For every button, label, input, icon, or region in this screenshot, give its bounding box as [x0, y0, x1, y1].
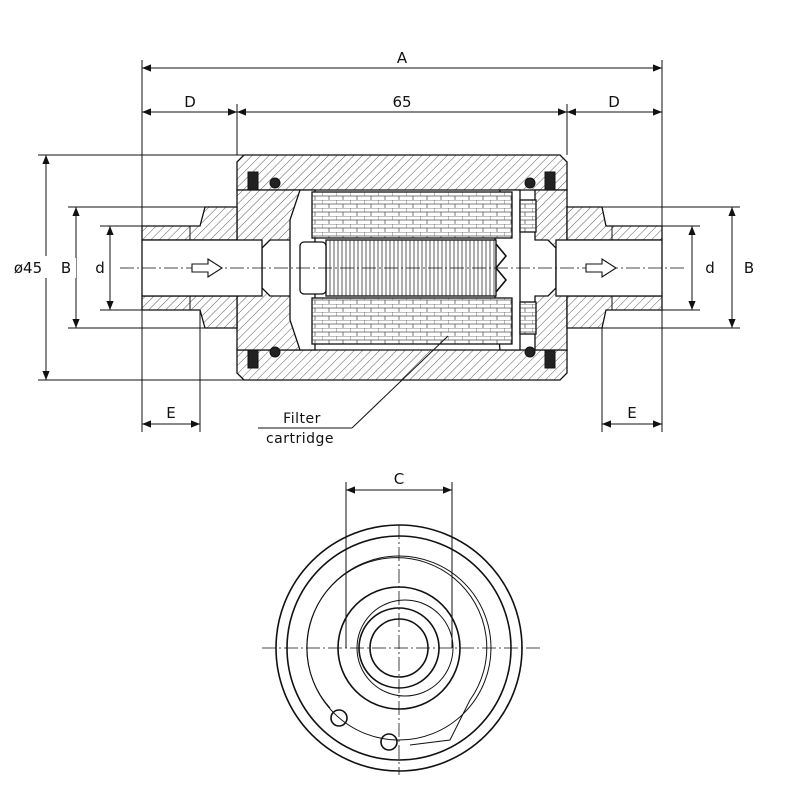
dim-label-b-right: B — [744, 259, 754, 277]
dim-label-a: A — [397, 49, 408, 67]
housing-bottom-wall — [236, 349, 568, 381]
dim-label-e-right: E — [627, 404, 636, 422]
extension-lines — [38, 60, 740, 432]
oring-bottom-right — [524, 346, 536, 358]
dim-label-d-left: D — [184, 93, 196, 111]
dim-label-diameter: ø45 — [14, 259, 42, 277]
seal-bottom-left — [247, 349, 259, 369]
end-view-spiral — [306, 557, 488, 746]
dim-label-e-left: E — [166, 404, 175, 422]
dim-label-d-inner-right: d — [705, 259, 715, 277]
right-connector — [566, 206, 663, 241]
right-mesh-ring-bottom — [519, 301, 537, 335]
callout-cartridge: cartridge — [266, 431, 334, 447]
seal-bottom-right — [544, 349, 556, 369]
filter-media-top — [311, 191, 513, 239]
oring-top-left — [269, 177, 281, 189]
housing-top-wall — [236, 154, 568, 191]
right-connector-lower — [566, 295, 663, 329]
end-view-pin-2 — [380, 733, 398, 751]
right-mesh-ring-top — [519, 199, 537, 233]
dim-label-b-left: B — [61, 259, 71, 277]
section-view: A D 65 D ø45 B d d B E E Filter cartridg… — [14, 48, 758, 447]
dim-label-65: 65 — [392, 93, 411, 111]
end-view-pin-1 — [330, 709, 348, 727]
dim-label-c: C — [394, 470, 404, 488]
dim-label-d-inner-left: d — [95, 259, 105, 277]
end-view: C — [262, 470, 540, 775]
dim-label-d-right: D — [608, 93, 620, 111]
seal-top-left — [247, 171, 259, 191]
callout-leader — [351, 335, 449, 429]
callout-filter: Filter — [283, 411, 321, 427]
oring-top-right — [524, 177, 536, 189]
oring-bottom-left — [269, 346, 281, 358]
seal-top-right — [544, 171, 556, 191]
filter-media-bottom — [311, 297, 513, 345]
flow-arrow-left — [191, 257, 224, 279]
flow-arrow-right — [585, 257, 618, 279]
